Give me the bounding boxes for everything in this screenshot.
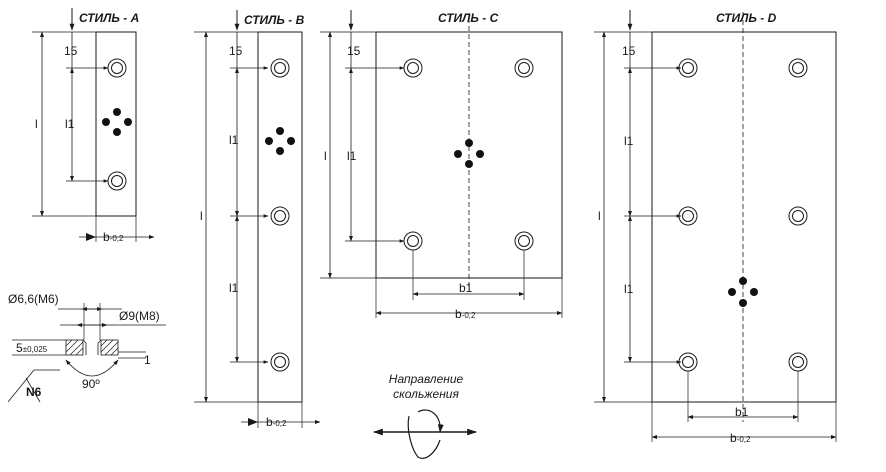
style-a-hole-top bbox=[107, 58, 127, 78]
style-a-title: СТИЛЬ - A bbox=[79, 11, 139, 25]
style-b-hole-top bbox=[270, 58, 290, 78]
style-d-hole-top-left bbox=[678, 58, 698, 78]
style-c-dim-l-label: l bbox=[324, 149, 327, 163]
style-b-plate bbox=[257, 31, 303, 403]
sliding-direction-arrow-icon bbox=[373, 409, 477, 459]
style-c-dim-l1-label: l1 bbox=[347, 149, 357, 163]
style-c-hole-top-right bbox=[514, 58, 534, 78]
style-b-title: СТИЛЬ - B bbox=[244, 13, 305, 27]
style-b-dim-l1-top-label: l1 bbox=[229, 133, 239, 147]
hole-chamfer-label: 1 bbox=[144, 353, 151, 367]
sliding-direction: Направление скольжения bbox=[373, 372, 477, 459]
style-a-hole-bottom bbox=[107, 171, 127, 191]
style-b-dim-15: 15 bbox=[229, 44, 243, 58]
style-c-title: СТИЛЬ - C bbox=[438, 11, 499, 25]
style-c-dim-b: b-0,2 bbox=[455, 307, 476, 321]
style-a-plate bbox=[95, 31, 137, 217]
style-a-dim-15: 15 bbox=[64, 44, 78, 58]
style-a-drawing: СТИЛЬ - A l 15 l1 b-0,2 bbox=[32, 8, 155, 244]
style-d-dim-b: b-0,2 bbox=[730, 431, 751, 445]
style-c-hole-top-left bbox=[403, 58, 423, 78]
style-d-dim-l1-top-label: l1 bbox=[624, 134, 634, 148]
style-c-hole-bottom-right bbox=[514, 231, 534, 251]
style-d-hole-top-right bbox=[788, 58, 808, 78]
style-a-dim-l-label: l bbox=[35, 117, 38, 131]
style-c-lube-dots bbox=[454, 139, 484, 168]
hole-angle-label: 90º bbox=[82, 377, 100, 391]
style-d-hole-middle-left bbox=[678, 206, 698, 226]
style-c-drawing: СТИЛЬ - C l 15 l1 b1 b-0,2 bbox=[320, 10, 563, 321]
sliding-label-line1: Направление bbox=[389, 372, 464, 386]
style-c-dim-b1-label: b1 bbox=[459, 281, 473, 295]
style-b-dim-l1-bottom-label: l1 bbox=[229, 281, 239, 295]
hole-dia-large-label: Ø9(M8) bbox=[119, 309, 160, 323]
style-b-dim-l-label: l bbox=[200, 209, 203, 223]
style-d-dim-l1-bottom-label: l1 bbox=[624, 282, 634, 296]
style-a-dim-l1-label: l1 bbox=[65, 117, 75, 131]
hole-dia-small-label: Ø6,6(M6) bbox=[8, 292, 59, 306]
style-b-hole-middle bbox=[270, 206, 290, 226]
style-a-lube-dots bbox=[102, 108, 132, 136]
style-a-dim-b: b-0,2 bbox=[103, 230, 124, 244]
style-b-drawing: СТИЛЬ - B l 15 l1 l1 b-0,2 bbox=[194, 10, 321, 429]
surface-finish-label: N6 bbox=[26, 385, 42, 399]
style-c-dim-15: 15 bbox=[347, 44, 361, 58]
style-d-dim-b1-label: b1 bbox=[735, 405, 749, 419]
hole-section-detail: Ø6,6(M6) Ø9(M8) 5±0,025 1 90º N6 bbox=[7, 292, 166, 403]
surface-finish-symbol: N6 bbox=[7, 369, 60, 403]
style-d-title: СТИЛЬ - D bbox=[716, 11, 777, 25]
style-d-hole-middle-right bbox=[788, 206, 808, 226]
style-d-plate bbox=[651, 31, 837, 403]
hole-depth-label: 5±0,025 bbox=[16, 341, 48, 355]
style-c-hole-bottom-left bbox=[403, 231, 423, 251]
style-b-lube-dots bbox=[265, 127, 295, 155]
style-d-lube-dots bbox=[728, 277, 758, 307]
hole-section-hatch bbox=[65, 339, 119, 356]
style-d-hole-bottom-right bbox=[788, 352, 808, 372]
style-d-dim-l-label: l bbox=[598, 209, 601, 223]
sliding-label-line2: скольжения bbox=[393, 387, 459, 401]
style-b-hole-bottom bbox=[270, 352, 290, 372]
style-b-dim-b: b-0,2 bbox=[266, 415, 287, 429]
hole-angle-arc bbox=[65, 359, 119, 377]
style-d-dim-15: 15 bbox=[622, 44, 636, 58]
style-d-hole-bottom-left bbox=[678, 352, 698, 372]
style-d-drawing: СТИЛЬ - D l 15 l1 l1 b1 b-0,2 bbox=[594, 10, 837, 445]
